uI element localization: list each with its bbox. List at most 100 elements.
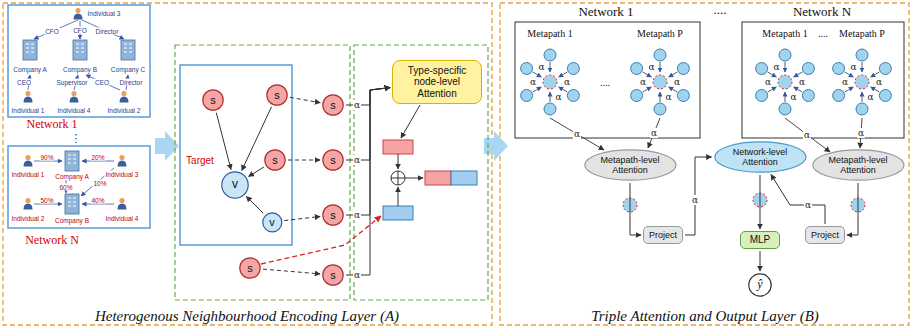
- ellipsis-mark: ⋮: [71, 132, 82, 145]
- attention-weight: α: [857, 128, 865, 138]
- attention-weight: α: [647, 62, 655, 72]
- network-label: Company A: [12, 66, 48, 73]
- node-text: s: [330, 99, 336, 112]
- art-rect: [451, 171, 477, 185]
- network-heading: Network 1: [27, 117, 78, 132]
- art-g: [833, 49, 892, 115]
- art-circle: [756, 63, 768, 75]
- art-path: [660, 92, 661, 102]
- metapath-label: Metapath 1: [762, 28, 807, 39]
- node-text: Metapath-level Attention: [826, 155, 890, 176]
- art-path: [862, 62, 863, 72]
- attention-weight: α: [866, 92, 874, 102]
- art-circle: [833, 63, 845, 75]
- neighbour-node: s: [322, 94, 344, 116]
- art-g: [521, 49, 580, 115]
- network-label: Company A: [54, 173, 90, 180]
- art-g: [550, 118, 862, 152]
- attention-weight: α: [554, 92, 562, 102]
- art-circle: [677, 90, 689, 102]
- network-label: CEO: [16, 79, 32, 86]
- node-text: v: [269, 216, 275, 229]
- node-text: Metapath-level Attention: [598, 155, 662, 176]
- attention-weight: α: [650, 128, 658, 138]
- network-label: 50%: [39, 197, 54, 204]
- art-use: [118, 155, 127, 167]
- network-label: Company C: [110, 66, 146, 73]
- art-circle: [779, 49, 791, 61]
- attention-weight: α: [353, 100, 361, 110]
- art-use: [118, 198, 127, 210]
- art-path: [34, 161, 62, 162]
- art-use: [73, 40, 87, 60]
- metapath-label: Metapath P: [637, 28, 683, 39]
- art-path: [533, 87, 542, 92]
- connector: [288, 160, 320, 161]
- art-path: [845, 87, 854, 92]
- network-heading: Network N: [25, 233, 79, 248]
- art-path: [550, 92, 551, 102]
- attention-ellipse: Network-level Attention: [714, 141, 807, 173]
- art-circle: [543, 75, 557, 89]
- connector: [346, 88, 390, 215]
- node-text: ŷ: [757, 278, 762, 292]
- network-label: Individual 3: [105, 171, 140, 178]
- project-box: Project: [643, 226, 683, 244]
- art-rect: [180, 65, 292, 245]
- art-path: [398, 187, 399, 206]
- attention-weight: α: [639, 77, 647, 87]
- connector: [847, 183, 858, 235]
- attention-ellipse: Metapath-level Attention: [812, 149, 905, 181]
- attention-weight: α: [764, 77, 772, 87]
- attention-weight: α: [529, 77, 537, 87]
- connector: [760, 251, 761, 271]
- network-label: 90%: [39, 154, 54, 161]
- art-rect: [8, 146, 150, 228]
- neighbour-node: s: [264, 149, 286, 171]
- node-shape: [222, 172, 248, 198]
- art-path: [391, 171, 405, 185]
- attention-weight: α: [841, 77, 849, 87]
- art-circle: [756, 90, 768, 102]
- node-shape: [240, 258, 260, 278]
- art-circle: [391, 171, 405, 185]
- art-rect: [742, 22, 904, 138]
- node-text: s: [247, 262, 253, 275]
- node-shape: [267, 85, 287, 105]
- attention-weight: α: [849, 62, 857, 72]
- network-label: Individual 4: [105, 215, 140, 222]
- art-use: [74, 8, 83, 20]
- art-circle: [654, 103, 666, 115]
- attention-weight: α: [804, 200, 812, 210]
- art-rect: [354, 45, 488, 300]
- art-use: [120, 91, 129, 103]
- art-use: [65, 151, 79, 171]
- art-use: [70, 91, 79, 103]
- node-text: Project: [811, 230, 839, 240]
- node-text: s: [274, 89, 280, 102]
- node-shape: [749, 274, 771, 296]
- node-text: v: [232, 178, 238, 192]
- network-label: 20%: [90, 154, 105, 161]
- network-label: Company B: [62, 66, 98, 73]
- art-circle: [521, 90, 533, 102]
- network-label: Company B: [54, 217, 90, 224]
- art-use: [23, 40, 37, 60]
- art-circle: [879, 63, 891, 75]
- neighbour-node: s: [239, 257, 261, 279]
- art-rect: [500, 3, 909, 325]
- node-text: s: [330, 154, 336, 167]
- output-node: ŷ: [748, 273, 772, 297]
- art-path: [550, 118, 604, 150]
- art-circle: [677, 63, 689, 75]
- attention-weight: α: [353, 270, 361, 280]
- art-rect: [175, 45, 350, 300]
- network-label: Director: [119, 79, 144, 86]
- attention-weight: α: [798, 77, 806, 87]
- network-heading: ....: [714, 2, 727, 18]
- art-circle: [654, 49, 666, 61]
- neighbour-node: s: [322, 204, 344, 226]
- attention-weight: α: [537, 62, 545, 72]
- art-rect: [383, 140, 413, 154]
- mlp-box: MLP: [740, 231, 780, 249]
